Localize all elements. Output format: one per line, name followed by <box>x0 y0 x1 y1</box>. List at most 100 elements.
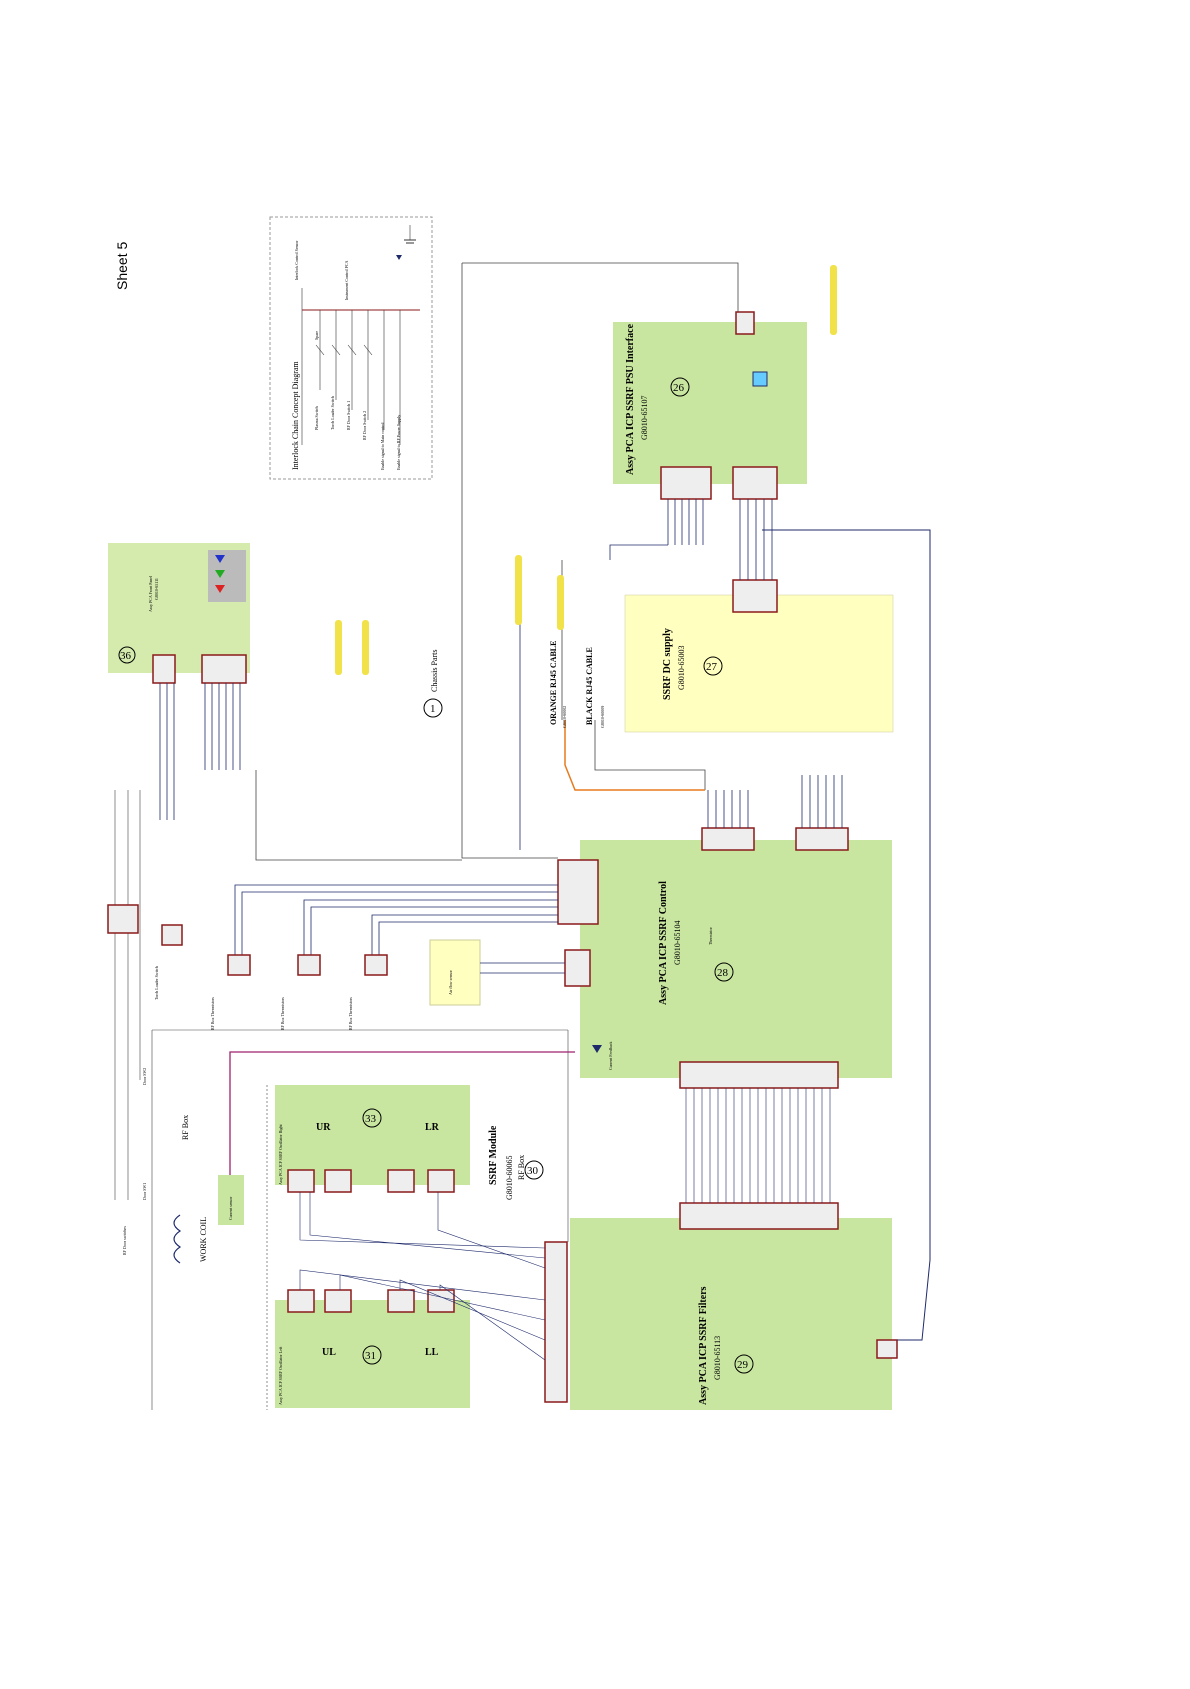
orange-cable-label: ORANGE RJ45 CABLE <box>549 641 558 725</box>
board-29-title: Assy PCA ICP SSRF Filters <box>698 1286 709 1405</box>
ssrf-module-rf-box: SSRF Module G8010-60065 RF Box 30 RF Box… <box>151 1029 569 1410</box>
quad-lr: LR <box>425 1122 440 1133</box>
board-36-part: G8010-65111 <box>154 578 159 600</box>
board-36-front-panel: Assy PCA Front Panel G8010-65111 36 <box>108 543 250 684</box>
board-29-ssrf-filters: Assy PCA ICP SSRF Filters G8010-65113 29 <box>544 1202 898 1410</box>
connector-thermistor-1 <box>227 954 251 976</box>
diode-icon <box>396 255 402 260</box>
board-36-title: Assy PCA Front Panel <box>148 575 153 612</box>
connector-thermistor-3 <box>364 954 388 976</box>
interlock-note-spare: Spare <box>314 331 319 340</box>
interlock-item-6: Enable signal to RF Power Supply <box>396 415 401 470</box>
chassis-title: Chassis Parts <box>430 650 439 692</box>
interlock-item-1: Plasma Switch <box>314 406 319 430</box>
board-33-oscillator-right: Assy PCA ICP SSRF Oscillator Right UR LR… <box>275 1085 470 1193</box>
black-cable-label: BLACK RJ45 CABLE <box>585 647 594 725</box>
connector-p2-board33 <box>324 1169 352 1193</box>
board-29-part: G8010-65113 <box>713 1336 722 1380</box>
connector-p2-board36 <box>201 654 247 684</box>
ssrf-module-title: SSRF Module <box>488 1125 499 1185</box>
interlock-item-2: Torch Loader Switch <box>330 396 335 430</box>
thermistor-label-3: RF Box Thermistors <box>348 997 353 1030</box>
torch-loader-label: Torch Loader Switch <box>154 966 159 1000</box>
thermistor-label-1: RF Box Thermistors <box>210 997 215 1030</box>
connector-j2-board29 <box>544 1241 568 1403</box>
tag-instrument-1 <box>557 575 564 630</box>
connector-j2-board28 <box>564 949 591 987</box>
board-26-number: 26 <box>673 382 685 394</box>
connector-p3-board33 <box>387 1169 415 1193</box>
interlock-note-pca: Instrument Control PCA <box>344 261 349 300</box>
door-sw2-label: Door SW2 <box>142 1068 147 1085</box>
quad-ur: UR <box>316 1122 331 1133</box>
chassis-number: 1 <box>430 703 436 715</box>
connector-p1-board31 <box>287 1289 315 1313</box>
interlock-title: Interlock Chain Concept Diagram <box>291 361 300 470</box>
board-28-title: Assy PCA ICP SSRF Control <box>658 881 669 1005</box>
connector-p1-board28 <box>679 1061 839 1089</box>
board-29-number: 29 <box>737 1359 749 1371</box>
air-flow-label: Air flow sensor <box>448 969 453 995</box>
interlock-item-3: RF Door Switch 1 <box>346 401 351 430</box>
air-flow-sensor: Air flow sensor <box>429 939 481 1006</box>
current-feedback-label: Current Feedback <box>608 1041 613 1070</box>
interlock-switches <box>315 310 401 445</box>
tag-plasma <box>515 555 522 625</box>
quad-ul: UL <box>322 1347 336 1358</box>
feedback-diode-icon <box>592 1045 602 1053</box>
board-27-dc-supply: SSRF DC supply G8010-65003 27 <box>624 579 894 733</box>
connector-p3-board31 <box>387 1289 415 1313</box>
board-26-part: G8010-65107 <box>640 396 649 440</box>
connector-p1-board27 <box>732 579 778 613</box>
board-26-title: Assy PCA ICP SSRF PSU Interface <box>625 323 636 475</box>
thermistor-label: Thermistor <box>708 927 713 945</box>
board-28-part: G8010-65104 <box>673 921 682 965</box>
current-sensor-label: Current sensor <box>228 1196 233 1220</box>
board-28-number: 28 <box>717 967 729 979</box>
connector-p4-board33 <box>427 1169 455 1193</box>
relay-icon <box>752 371 768 387</box>
connector-p1-board33 <box>287 1169 315 1193</box>
chassis-parts-label: 1 Chassis Parts <box>423 650 443 718</box>
board-36-number: 36 <box>120 650 132 662</box>
connector-j2-board26 <box>732 466 778 500</box>
ground-icon <box>404 225 416 244</box>
board-33-number: 33 <box>365 1113 377 1125</box>
led-green-icon <box>215 570 225 578</box>
connector-torch-loader <box>161 924 183 946</box>
rf-door-switches-label: RF Door switches <box>122 1226 127 1255</box>
board-28-ssrf-control: Assy PCA ICP SSRF Control G8010-65104 28… <box>557 827 892 1089</box>
connector-j4-board28 <box>795 827 849 851</box>
connector-rf-door <box>107 904 139 934</box>
quad-ll: LL <box>425 1347 439 1358</box>
black-cable-part: G8010-60009 <box>600 706 605 728</box>
connector-j3-board28 <box>701 827 755 851</box>
board-26-psu-interface: Assy PCA ICP SSRF PSU Interface G8010-65… <box>613 311 807 500</box>
tag-main-control <box>830 265 837 335</box>
rf-box-sub: RF Box <box>517 1155 526 1180</box>
connector-j1-board26 <box>660 466 712 500</box>
connector-j1-board28 <box>557 859 599 925</box>
led-red-icon <box>215 585 225 593</box>
board-31-oscillator-left: Assy PCA ICP SSRF Oscillator Left UL LL … <box>275 1289 470 1408</box>
board-27-title: SSRF DC supply <box>662 628 673 700</box>
connector-j1-board29 <box>679 1202 839 1230</box>
connector-p1-board36 <box>152 654 176 684</box>
interlock-note-sensor: Interlock Control Sensor <box>294 240 299 280</box>
magenta-current-wire <box>229 1051 575 1175</box>
connector-p2-board31 <box>324 1289 352 1313</box>
wires <box>114 262 931 1361</box>
board-31-title: Assy PCA ICP SSRF Oscillator Left <box>278 1346 283 1405</box>
led-blue-icon <box>215 555 225 563</box>
board-27-number: 27 <box>706 661 718 673</box>
connector-p3-board26 <box>735 311 755 335</box>
tag-instrument-3 <box>362 620 369 675</box>
ssrf-module-number: 30 <box>527 1165 539 1177</box>
orange-cable-part: G8010-60002 <box>562 706 567 728</box>
connector-thermistor-2 <box>297 954 321 976</box>
tag-instrument-2 <box>335 620 342 675</box>
connector-j3-board29 <box>876 1339 898 1359</box>
board-31-number: 31 <box>365 1350 376 1362</box>
